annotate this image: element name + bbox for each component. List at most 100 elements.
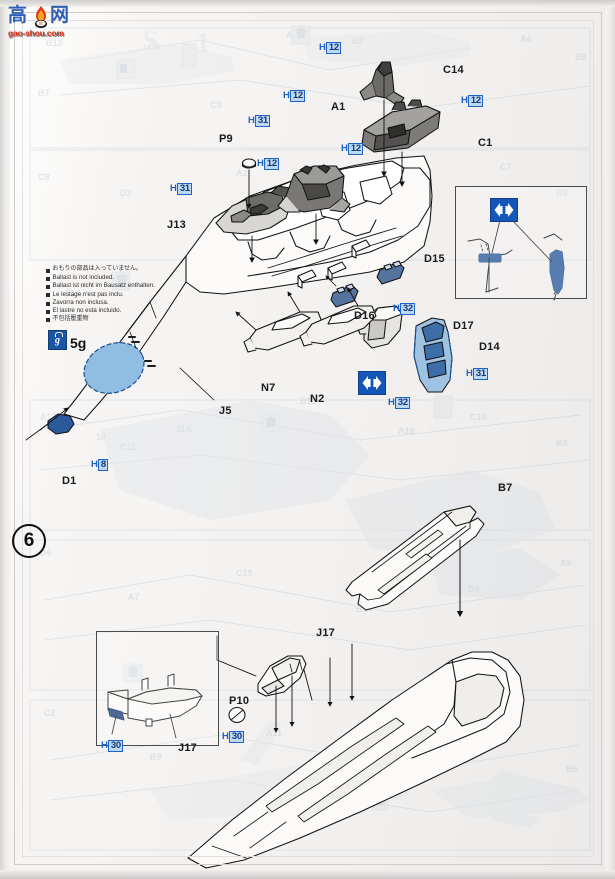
paint-code-prefix: H <box>248 115 255 126</box>
paint-code-prefix: H <box>461 95 468 106</box>
svg-text:C10: C10 <box>470 412 487 422</box>
svg-text:A4: A4 <box>520 34 532 44</box>
svg-text:A7: A7 <box>128 592 140 602</box>
svg-text:A11: A11 <box>266 728 282 738</box>
ballast-note-line: 不包括壓重物 <box>46 314 174 323</box>
paint-code-prefix: H <box>222 731 229 742</box>
bullet-icon <box>46 301 50 306</box>
svg-text:A19: A19 <box>398 426 415 436</box>
part-label-j5: J5 <box>219 405 232 417</box>
svg-text:S: S <box>143 26 159 57</box>
part-label-j13: J13 <box>167 219 186 231</box>
inset-j17-detail <box>96 631 219 746</box>
mirror-arrow-icon <box>358 371 386 395</box>
ballast-note-text: Ballast ist nicht im Bausatz enthalten. <box>52 282 156 290</box>
ballast-note-text: 不包括壓重物 <box>52 314 89 322</box>
ballast-note-text: El lastre no esta incluido. <box>52 307 122 315</box>
ballast-note-line: Zavorra non inclusa. <box>46 299 174 306</box>
watermark-url: gao-shou.com <box>8 28 64 38</box>
svg-text:A5: A5 <box>560 558 572 568</box>
svg-text:B12: B12 <box>46 38 63 48</box>
paint-code-prefix: H <box>257 158 264 169</box>
part-label-n7: N7 <box>261 382 276 394</box>
part-label-p9: P9 <box>219 133 233 145</box>
bullet-icon <box>46 309 50 314</box>
paint-code-prefix: H <box>283 90 290 101</box>
paint-code-prefix: H <box>466 368 473 379</box>
part-label-c14: C14 <box>443 64 464 76</box>
ballast-note-line: Le lestage n'est pas inclu. <box>46 291 174 298</box>
scan-edge-top <box>0 0 615 7</box>
page-inner-border <box>22 20 594 857</box>
svg-text:C11: C11 <box>120 442 136 452</box>
svg-text:11A: 11A <box>66 288 83 298</box>
paint-code-number: 31 <box>255 115 271 127</box>
svg-text:D9: D9 <box>468 584 480 594</box>
part-label-n2: N2 <box>310 393 325 405</box>
svg-text:B18: B18 <box>300 396 317 406</box>
svg-text:10: 10 <box>96 432 106 442</box>
paint-code-number: 12 <box>264 158 280 170</box>
watermark-char-wang: 网 <box>50 4 70 26</box>
ballast-note-line: Ballast ist nicht im Bausatz enthalten. <box>46 282 174 289</box>
svg-text:C9: C9 <box>38 172 50 182</box>
paint-code-number: 12 <box>326 42 342 54</box>
svg-text:A13: A13 <box>40 412 57 422</box>
paint-code-number: 31 <box>473 368 489 380</box>
ballast-note: おもりの部品は入っていません。Ballast is not included.B… <box>46 265 174 324</box>
scan-edge-bottom <box>0 870 615 879</box>
mirror-arrow-icon <box>490 198 518 222</box>
paint-code-prefix: H <box>388 397 395 408</box>
paint-code-number: 32 <box>395 397 411 409</box>
paint-code-number: 12 <box>348 143 364 155</box>
part-label-d16: D16 <box>354 310 375 322</box>
part-label-p10: P10 <box>229 695 250 707</box>
watermark: 高 网 gao-shou.com gao-shou.com <box>8 6 86 48</box>
watermark-characters: 高 网 <box>8 6 69 25</box>
bullet-icon <box>46 293 50 298</box>
svg-text:A2: A2 <box>236 168 248 178</box>
part-label-d15: D15 <box>424 253 445 265</box>
bullet-icon <box>46 268 50 273</box>
ballast-note-text: おもりの部品は入っていません。 <box>52 265 143 272</box>
ballast-note-line: おもりの部品は入っていません。 <box>46 265 174 273</box>
paint-code-number: 12 <box>468 95 484 107</box>
part-label-c1: C1 <box>478 137 493 149</box>
svg-text:C4: C4 <box>148 42 160 52</box>
bullet-icon <box>46 284 50 289</box>
scan-edge-left <box>0 0 10 879</box>
svg-text:A6: A6 <box>286 30 298 40</box>
part-label-b7: B7 <box>498 482 513 494</box>
svg-text:C15: C15 <box>236 568 253 578</box>
scan-edge-right <box>605 0 615 879</box>
bullet-icon <box>46 318 50 323</box>
part-label-j17a: J17 <box>178 742 197 754</box>
paint-code-number: 30 <box>229 731 245 743</box>
svg-text:B7: B7 <box>38 88 50 98</box>
flame-hand-icon <box>35 6 47 28</box>
svg-text:B3: B3 <box>556 438 568 448</box>
paint-code-prefix: H <box>170 183 177 194</box>
part-label-a1: A1 <box>331 101 346 113</box>
paint-code-number: 8 <box>98 459 109 471</box>
ballast-note-line: El lastre no esta incluido. <box>46 307 174 314</box>
svg-text:11A: 11A <box>176 424 193 434</box>
svg-text:C2: C2 <box>44 708 56 718</box>
paint-code-number: 32 <box>400 303 416 315</box>
paint-code-prefix: H <box>393 303 400 314</box>
weight-icon: g <box>48 330 67 350</box>
weight-badge: g 5g <box>48 330 86 350</box>
svg-text:1: 1 <box>196 28 210 59</box>
paint-code-prefix: H <box>319 42 326 53</box>
part-label-d17: D17 <box>453 320 474 332</box>
watermark-url-shadow: gao-shou.com <box>9 29 65 39</box>
